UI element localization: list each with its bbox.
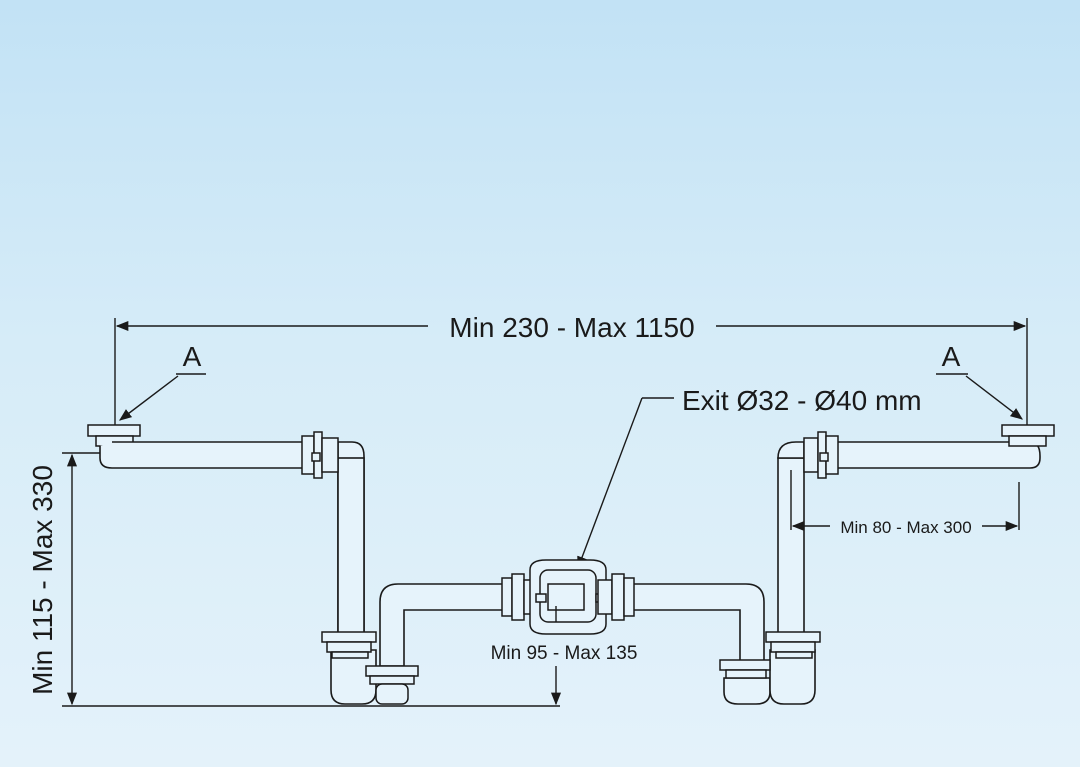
height-dimension: Min 115 - Max 330 — [27, 452, 560, 707]
side-offset-label: Min 80 - Max 300 — [840, 518, 971, 537]
fittings — [301, 431, 839, 705]
overall-width-label: Min 230 - Max 1150 — [449, 312, 694, 343]
overall-width-dimension: Min 230 - Max 1150 — [114, 312, 1028, 425]
center-offset-label: Min 95 - Max 135 — [491, 643, 638, 664]
exit-diameter-label: Exit Ø32 - Ø40 mm — [682, 385, 922, 416]
callout-a-left-label: A — [183, 341, 202, 372]
callout-a-right-label: A — [942, 341, 961, 372]
callout-a-left: A — [118, 341, 206, 421]
callout-a-right: A — [936, 341, 1023, 420]
height-label: Min 115 - Max 330 — [27, 465, 58, 695]
exit-callout: Exit Ø32 - Ø40 mm — [577, 385, 922, 570]
side-offset-dimension: Min 80 - Max 300 — [790, 470, 1020, 537]
pipework — [87, 424, 1055, 705]
center-offset-dimension: Min 95 - Max 135 — [491, 606, 638, 706]
